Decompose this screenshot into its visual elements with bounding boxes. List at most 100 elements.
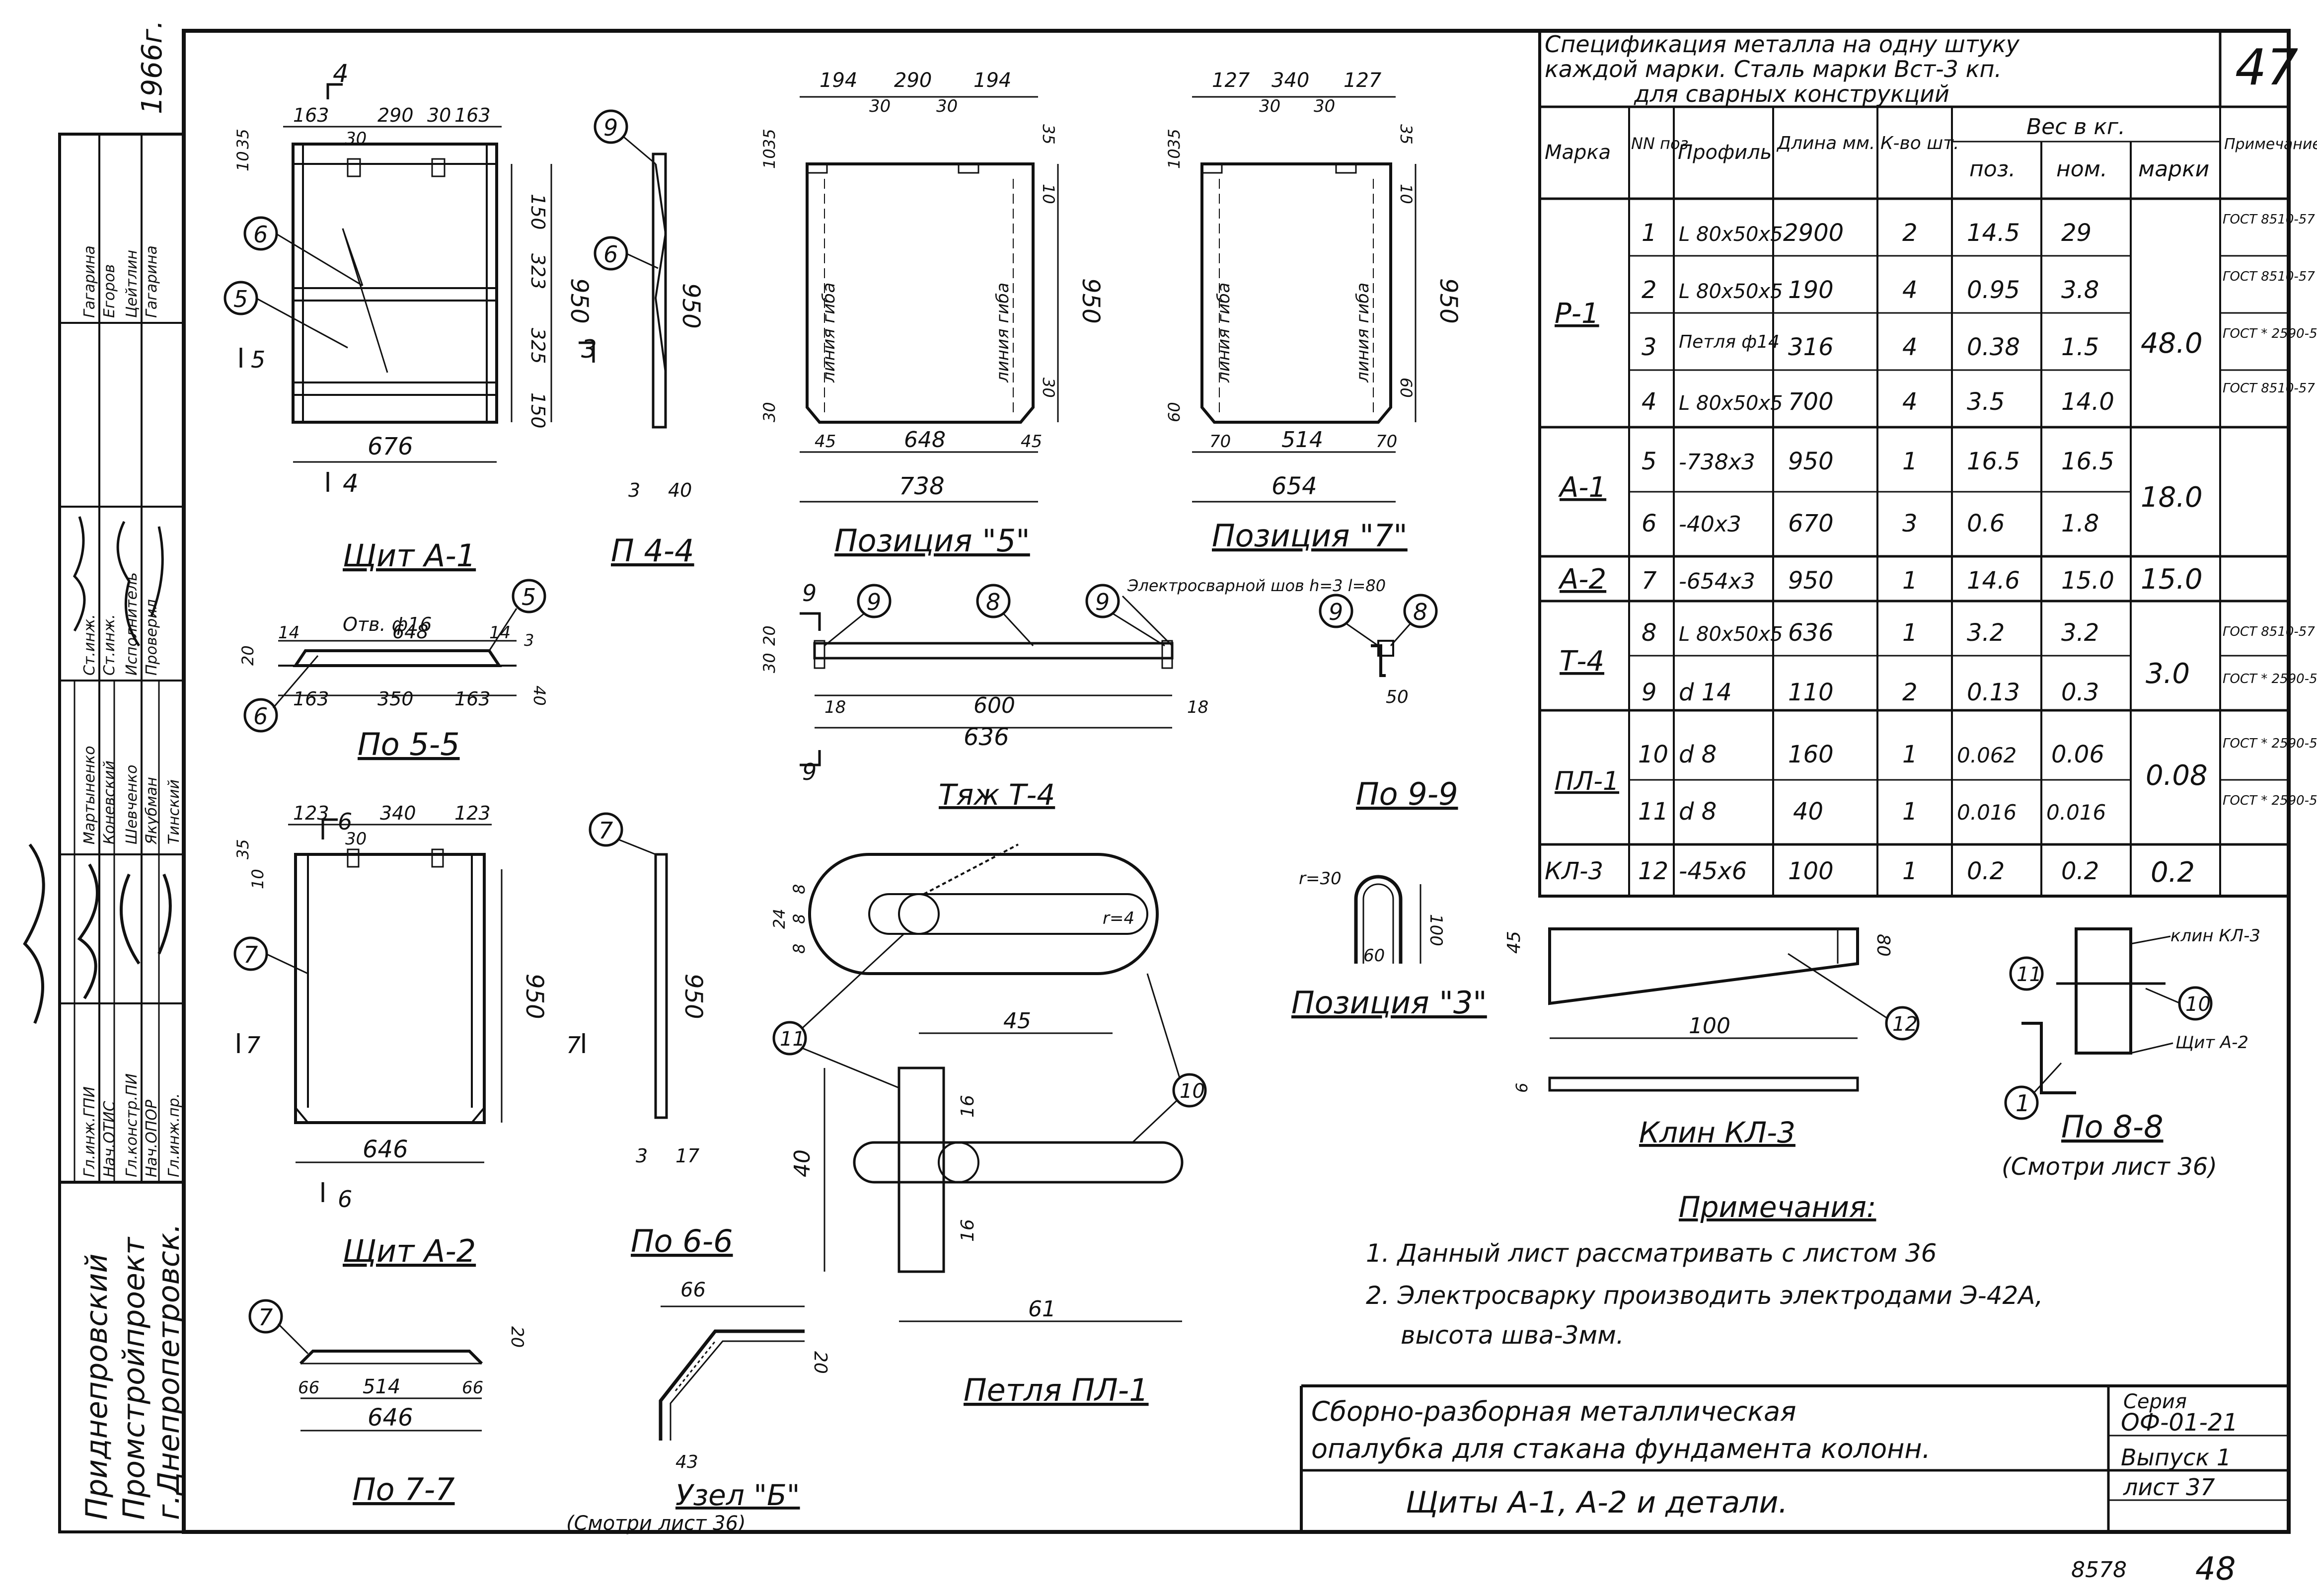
stamp-name: Гагарина bbox=[143, 245, 160, 318]
svg-text:648: 648 bbox=[392, 621, 429, 643]
svg-text:100: 100 bbox=[1426, 914, 1446, 946]
svg-text:10: 10 bbox=[760, 149, 779, 169]
callout-8 bbox=[1403, 594, 1438, 628]
svg-text:4: 4 bbox=[1902, 276, 1918, 304]
svg-text:316: 316 bbox=[1788, 333, 1834, 361]
svg-text:6: 6 bbox=[1512, 1083, 1531, 1093]
svg-text:3: 3 bbox=[636, 1145, 648, 1167]
svg-text:123: 123 bbox=[293, 802, 329, 824]
svg-text:7: 7 bbox=[258, 1304, 273, 1331]
shield-a2-title: Щит А-2 bbox=[343, 1233, 476, 1269]
svg-text:6: 6 bbox=[253, 221, 268, 248]
svg-text:700: 700 bbox=[1788, 388, 1834, 416]
shield-a1-title: Щит А-1 bbox=[343, 537, 476, 574]
svg-text:35: 35 bbox=[233, 839, 252, 859]
table-row: 3 Петля ф14 316 4 0.38 1.5 ГОСТ * 2590-5… bbox=[1642, 326, 2317, 361]
callout-10 bbox=[1172, 1073, 1207, 1108]
svg-text:ГОСТ * 2590-57: ГОСТ * 2590-57 bbox=[2223, 736, 2317, 751]
org-name: Приднепровский bbox=[79, 1254, 114, 1520]
page-number: 47 bbox=[2235, 38, 2298, 96]
callout-9 bbox=[1085, 584, 1120, 618]
svg-text:L 80x50x5: L 80x50x5 bbox=[1679, 223, 1783, 246]
svg-text:648: 648 bbox=[904, 427, 946, 453]
mark-cell: ПЛ-1 bbox=[1555, 766, 1619, 796]
svg-text:14.0: 14.0 bbox=[2061, 388, 2114, 416]
archive-number: 8578 bbox=[2071, 1557, 2127, 1583]
svg-text:2: 2 bbox=[1902, 679, 1918, 706]
svg-text:45: 45 bbox=[1021, 432, 1042, 452]
svg-text:линия гиба: линия гиба bbox=[993, 283, 1013, 383]
svg-text:950: 950 bbox=[679, 974, 707, 1019]
svg-text:0.13: 0.13 bbox=[1967, 679, 2020, 706]
svg-text:950: 950 bbox=[677, 283, 705, 329]
notes: Примечания: 1. Данный лист рассматривать… bbox=[1366, 1190, 2043, 1350]
svg-text:r=30: r=30 bbox=[1299, 869, 1342, 889]
svg-text:35: 35 bbox=[233, 129, 252, 149]
header-profile: Профиль bbox=[1678, 141, 1772, 164]
mark-weight: 48.0 bbox=[2141, 327, 2203, 360]
svg-text:18: 18 bbox=[824, 697, 846, 717]
section-5-5-title: По 5-5 bbox=[358, 726, 460, 762]
svg-text:18: 18 bbox=[1187, 697, 1208, 717]
svg-text:340: 340 bbox=[380, 802, 416, 824]
svg-text:14.5: 14.5 bbox=[1967, 219, 2020, 247]
svg-text:6: 6 bbox=[338, 1186, 352, 1213]
svg-text:1: 1 bbox=[1902, 798, 1918, 826]
svg-text:30: 30 bbox=[345, 829, 367, 849]
svg-text:290: 290 bbox=[377, 104, 414, 126]
svg-text:14: 14 bbox=[278, 623, 299, 643]
header-wtot: ном. bbox=[2056, 156, 2107, 182]
svg-text:10: 10 bbox=[1180, 1080, 1205, 1103]
svg-text:60: 60 bbox=[1165, 402, 1184, 422]
svg-text:950: 950 bbox=[1434, 278, 1462, 324]
svg-text:0.2: 0.2 bbox=[1967, 857, 2005, 885]
section-4-4: 9 6 950 3 40 3 П 4-4 bbox=[579, 109, 705, 569]
note-item: 1. Данный лист рассматривать с листом 36 bbox=[1366, 1239, 1937, 1268]
table-row: 7 -654x3 950 1 14.6 15.0 bbox=[1642, 567, 2114, 595]
svg-text:20: 20 bbox=[507, 1326, 527, 1348]
shield-a1-drawing: 6 5 4 4 5 163 290 30 163 30 150 323 325 … bbox=[224, 59, 593, 574]
mark-cell: А-2 bbox=[1558, 563, 1606, 596]
svg-text:16: 16 bbox=[958, 1095, 978, 1118]
svg-text:линия гиба: линия гиба bbox=[1214, 283, 1234, 383]
svg-text:0.016: 0.016 bbox=[2046, 800, 2106, 825]
svg-text:1: 1 bbox=[1902, 448, 1918, 475]
svg-text:10: 10 bbox=[248, 869, 267, 889]
table-row: 1 L 80x50x5 2900 2 14.5 29 ГОСТ 8510-57 bbox=[1642, 212, 2315, 247]
svg-text:4: 4 bbox=[1642, 388, 1657, 416]
callout-12 bbox=[1885, 1006, 1920, 1041]
section-8-8-title: По 8-8 bbox=[2061, 1109, 2164, 1145]
mark-weight: 3.0 bbox=[2146, 658, 2190, 690]
section-5-5: Отв. ф16 14 648 14 163 350 163 20 40 3 5… bbox=[238, 579, 549, 762]
svg-text:12: 12 bbox=[1892, 1013, 1918, 1036]
table-row: 11 d 8 40 1 0.016 0.016 ГОСТ * 2590-57 bbox=[1638, 793, 2317, 826]
svg-text:8: 8 bbox=[790, 944, 809, 954]
callout-7 bbox=[589, 812, 623, 847]
section-9-9: 9 8 50 По 9-9 bbox=[1319, 594, 1458, 812]
svg-text:10: 10 bbox=[1165, 149, 1184, 169]
svg-text:0.016: 0.016 bbox=[1957, 800, 2017, 825]
header-weight: Вес в кг. bbox=[2026, 114, 2125, 140]
svg-text:0.06: 0.06 bbox=[2051, 741, 2104, 768]
svg-text:Отв. ф16: Отв. ф16 bbox=[343, 613, 432, 635]
callout-11 bbox=[2009, 956, 2044, 991]
spec-title: Спецификация металла на одну штуку bbox=[1545, 31, 2020, 58]
svg-text:150: 150 bbox=[527, 392, 549, 429]
position-7: линия гиба линия гиба 127 340 127 30 30 … bbox=[1165, 69, 1462, 554]
svg-text:45: 45 bbox=[1504, 931, 1524, 954]
svg-text:Щит А-2: Щит А-2 bbox=[2175, 1033, 2248, 1053]
svg-text:24: 24 bbox=[770, 909, 789, 929]
stamp-name: Коневский bbox=[101, 760, 118, 844]
svg-text:0.95: 0.95 bbox=[1967, 276, 2020, 304]
svg-text:66: 66 bbox=[462, 1378, 483, 1398]
svg-text:30: 30 bbox=[1314, 96, 1335, 116]
mark-weight: 0.2 bbox=[2151, 856, 2195, 889]
svg-text:60: 60 bbox=[1397, 378, 1416, 398]
svg-text:163: 163 bbox=[454, 688, 491, 710]
svg-text:600: 600 bbox=[973, 693, 1015, 718]
mark-weight: 18.0 bbox=[2141, 481, 2203, 514]
svg-text:ГОСТ 8510-57: ГОСТ 8510-57 bbox=[2223, 269, 2315, 284]
loop-pl1: r=4 24 8 8 8 45 11 10 40 16 16 61 Петля … bbox=[770, 843, 1207, 1408]
svg-text:163: 163 bbox=[293, 688, 329, 710]
issue-label: Выпуск 1 bbox=[2121, 1444, 2231, 1471]
